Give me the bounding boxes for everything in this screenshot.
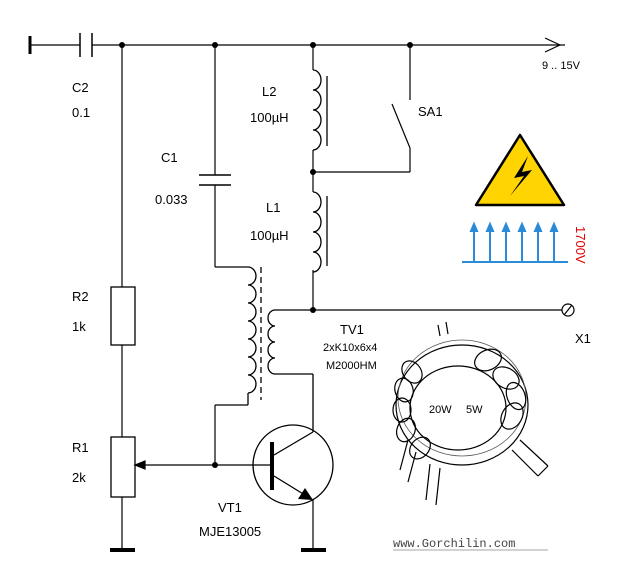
- toroid-illustration: [392, 321, 549, 506]
- r1-value: 2k: [72, 470, 86, 485]
- r2-ref: R2: [72, 289, 89, 304]
- vt1-value: MJE13005: [199, 524, 261, 539]
- r1-wiper: [133, 460, 270, 470]
- toroid-primary-label: 20W: [429, 404, 452, 416]
- junction-l2-l1: [310, 169, 316, 175]
- capacitor-c1: [199, 174, 231, 186]
- website-url: www.Gorchilin.com: [393, 537, 515, 551]
- junction-output: [310, 307, 316, 313]
- tv1-material: M2000HM: [326, 360, 377, 372]
- high-voltage-warning-icon: [474, 133, 566, 207]
- output-terminal-x1: [561, 303, 575, 317]
- x1-ref: X1: [575, 331, 591, 346]
- tv1-core: 2xK10x6x4: [323, 342, 377, 354]
- transistor-vt1: [252, 424, 334, 549]
- toroid-secondary-label: 5W: [466, 404, 483, 416]
- r1-ref: R1: [72, 440, 89, 455]
- potentiometer-r1: [110, 436, 136, 498]
- c2-value: 0.1: [72, 105, 90, 120]
- top-rail: [30, 37, 565, 53]
- switch-sa1: [391, 45, 411, 172]
- pulse-train-icon: [462, 221, 568, 263]
- l1-ref: L1: [266, 200, 280, 215]
- resistor-r2: [110, 286, 136, 346]
- l2-ref: L2: [262, 84, 276, 99]
- c1-ref: C1: [161, 150, 178, 165]
- r2-value: 1k: [72, 319, 86, 334]
- tv1-ref: TV1: [340, 322, 364, 337]
- c1-value: 0.033: [155, 192, 188, 207]
- capacitor-c2: [79, 33, 93, 57]
- sa1-ref: SA1: [418, 104, 443, 119]
- l1-value: 100µH: [250, 228, 289, 243]
- supply-voltage-label: 9 .. 15V: [542, 60, 581, 72]
- transformer-tv1: [215, 266, 562, 432]
- inductor-l2: [312, 69, 328, 151]
- junction-base: [212, 462, 218, 468]
- inductor-l1: [312, 191, 328, 273]
- l2-value: 100µH: [250, 110, 289, 125]
- c1-branch-wires: [214, 45, 248, 268]
- c2-ref: C2: [72, 80, 89, 95]
- output-voltage-label: 1700V: [573, 226, 588, 264]
- vt1-ref: VT1: [218, 500, 242, 515]
